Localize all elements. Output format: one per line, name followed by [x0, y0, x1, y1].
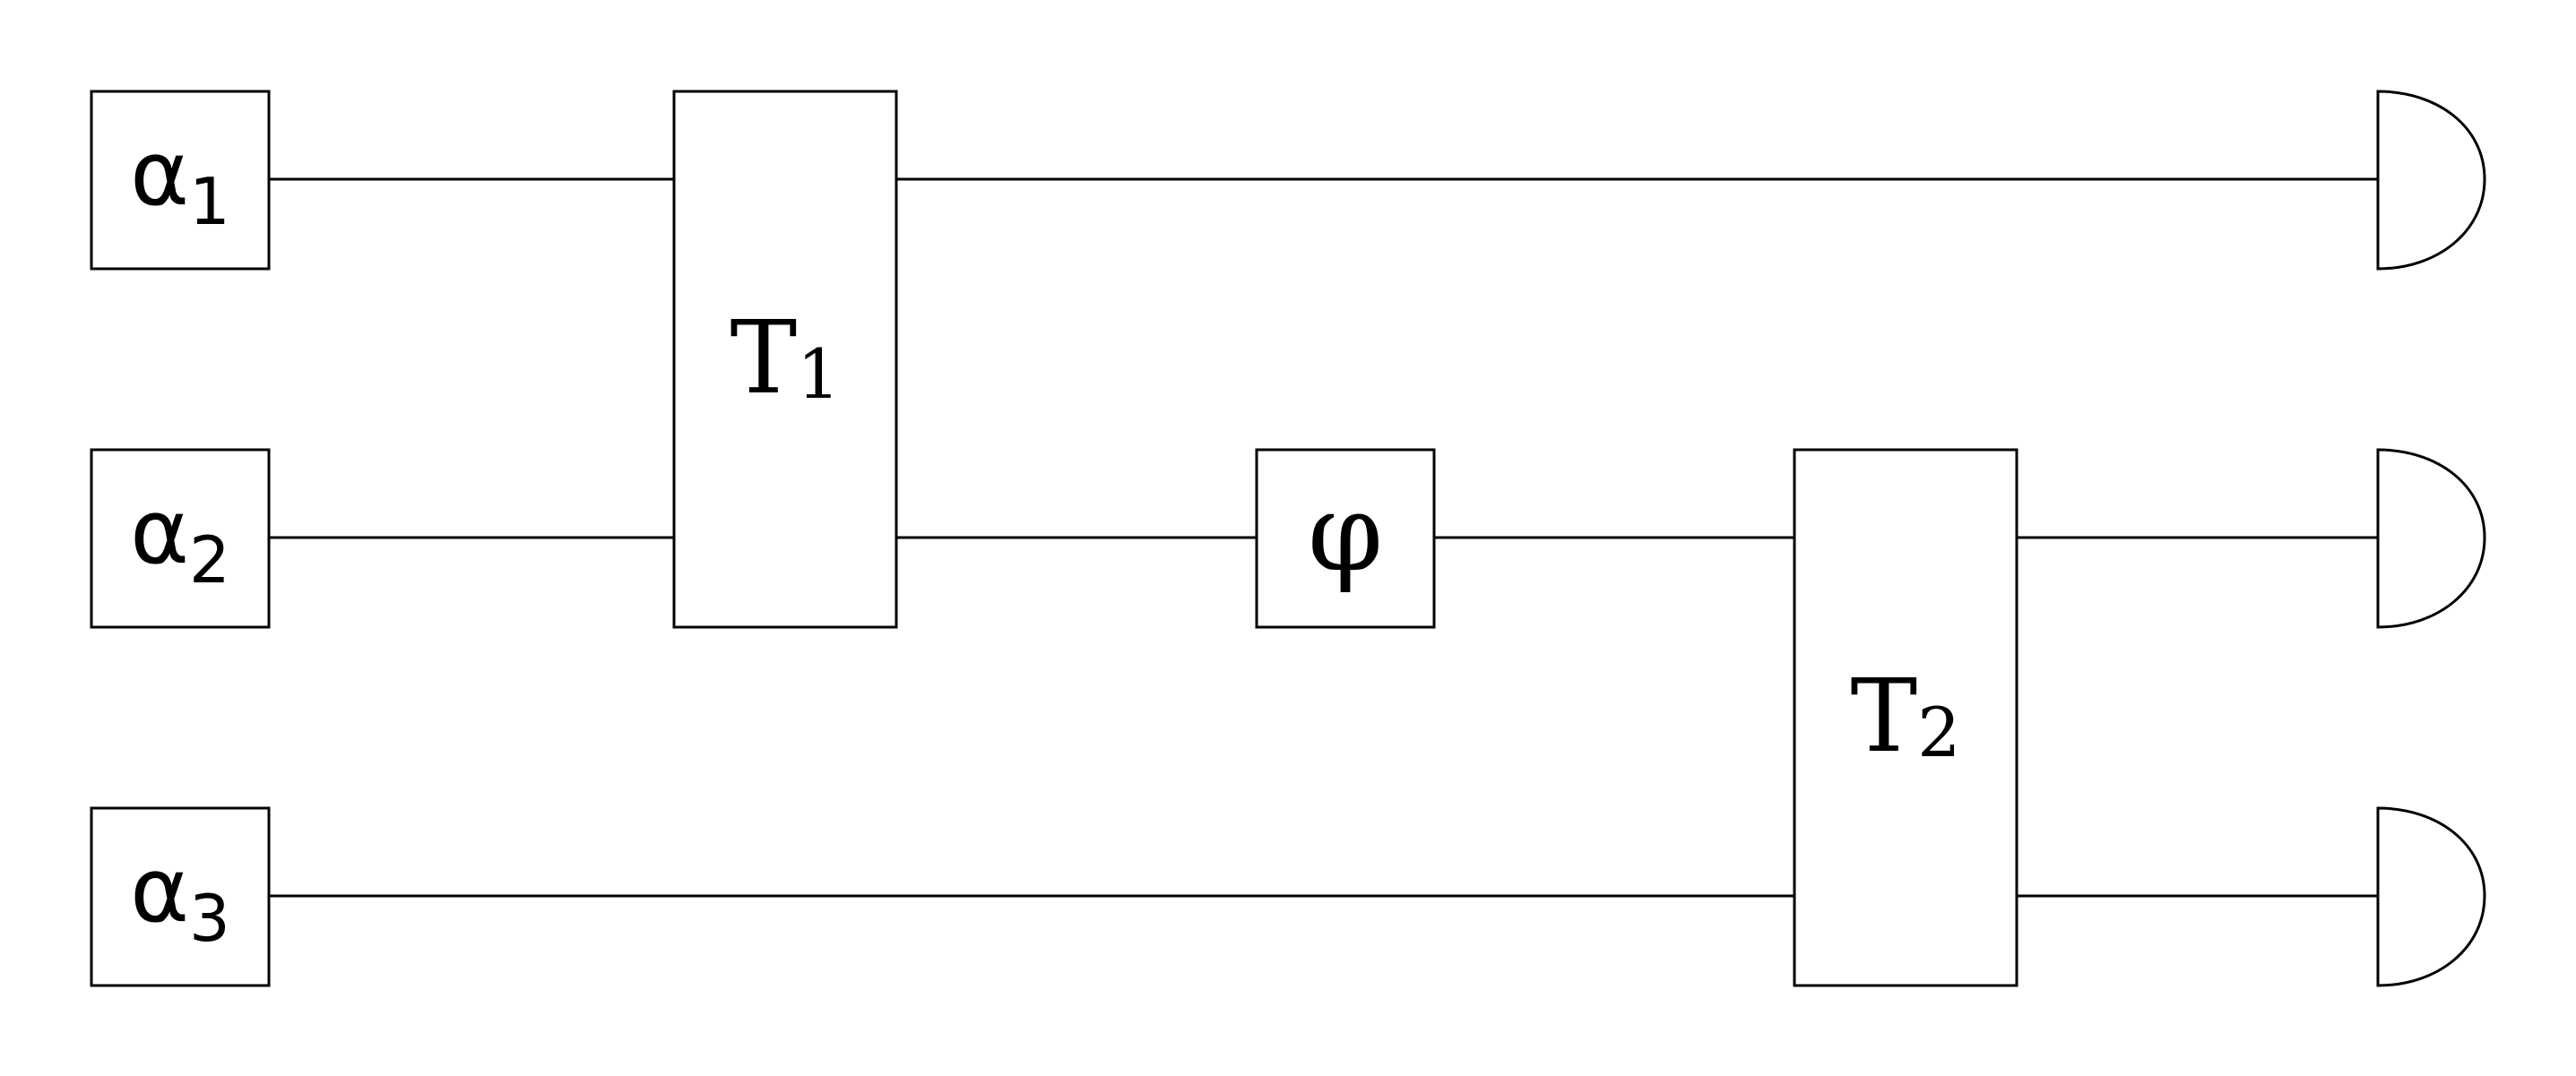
- input-alpha-1-symbol: α: [130, 121, 189, 226]
- input-alpha-3: α3: [90, 806, 271, 987]
- input-alpha-1: α1: [90, 90, 271, 271]
- svg-text:α1: α1: [130, 121, 230, 239]
- input-alpha-2-symbol: α: [130, 479, 189, 584]
- gate-t2-symbol: T: [1850, 659, 1917, 775]
- wires: [269, 177, 2378, 898]
- gate-t1-subscript: 1: [797, 334, 840, 414]
- gate-t1: T1: [672, 90, 898, 629]
- gate-t2-subscript: 2: [1917, 693, 1960, 772]
- input-alpha-2-subscript: 2: [189, 522, 230, 598]
- input-alpha-3-symbol: α: [130, 838, 189, 943]
- svg-text:T2: T2: [1850, 659, 1960, 775]
- input-alpha-3-subscript: 3: [189, 881, 230, 956]
- input-alpha-2: α2: [90, 448, 271, 629]
- gate-t2: T2: [1793, 448, 2018, 987]
- detector-mode-2: [2376, 448, 2486, 629]
- input-alpha-1-subscript: 1: [189, 164, 230, 239]
- detector-mode-3: [2376, 806, 2486, 987]
- detector-mode-1: [2376, 90, 2486, 271]
- svg-text:α3: α3: [130, 838, 230, 956]
- phase-shifter-symbol: φ: [1308, 471, 1383, 596]
- svg-text:α2: α2: [130, 479, 230, 598]
- phase-shifter: φ: [1255, 448, 1436, 629]
- gate-t1-symbol: T: [730, 300, 797, 417]
- svg-text:T1: T1: [730, 300, 840, 417]
